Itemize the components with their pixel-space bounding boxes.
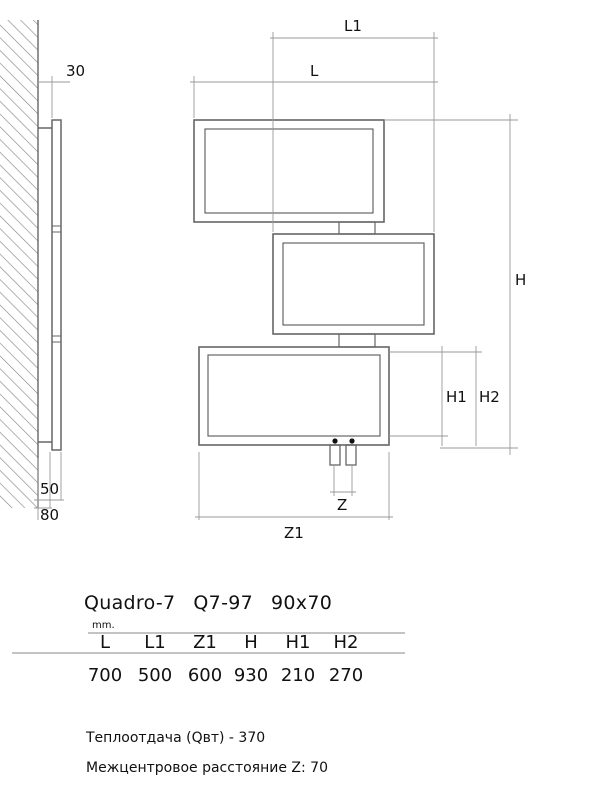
dim-label-Z1: Z1 [284,524,304,542]
front-dimension-lines [190,32,518,520]
model-title: Quadro-7 Q7-97 90x70 [84,592,350,614]
radiator-technical-drawing: L1 L H H1 H2 Z Z1 30 50 80 [0,17,526,542]
dim-label-L1: L1 [344,17,362,35]
header-L1: L1 [144,632,166,653]
model-code: Q7-97 [193,592,253,614]
wall-section [0,20,39,508]
header-L: L [99,632,111,653]
connection-points [332,438,355,444]
header-H: H [244,632,258,653]
dim-label-Z: Z [337,496,347,514]
center-distance-note: Межцентровое расстояние Z: 70 [86,760,328,776]
value-L: 700 [87,665,123,686]
unit-label: mm. [92,620,115,631]
side-dimension-lines [34,76,70,520]
radiator-side-view [38,119,62,451]
header-Z1: Z1 [193,632,217,653]
dim-label-bottom-80: 80 [40,506,59,524]
header-H1: H1 [285,632,311,653]
model-name: Quadro-7 [84,592,176,614]
dim-label-L: L [310,62,319,80]
value-L1: 500 [137,665,173,686]
value-H1: 210 [280,665,316,686]
value-Z1: 600 [187,665,223,686]
dim-label-wall-gap: 30 [66,62,85,80]
value-H2: 270 [328,665,364,686]
dim-label-H1: H1 [446,388,467,406]
model-size: 90x70 [271,592,333,614]
heat-output-note: Теплоотдача (Qвт) - 370 [86,730,266,746]
dim-label-H: H [515,271,526,289]
radiator-front-view [193,119,435,466]
dim-label-bottom-50: 50 [40,480,59,498]
value-H: 930 [233,665,269,686]
header-H2: H2 [333,632,359,653]
dim-label-H2: H2 [479,388,500,406]
